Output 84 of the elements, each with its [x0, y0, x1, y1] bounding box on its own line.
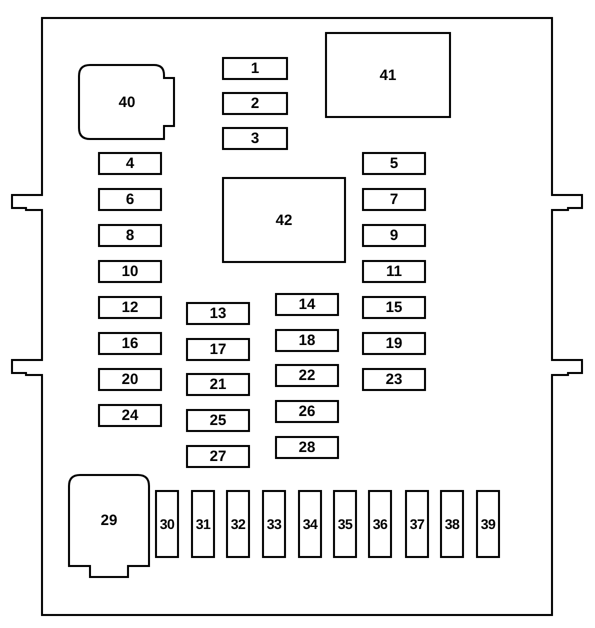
fuse-number: 35	[338, 517, 352, 531]
fuse-number: 34	[302, 517, 318, 531]
fuse-number: 39	[480, 517, 496, 531]
fuse-number: 4	[126, 156, 134, 171]
relay-slot	[325, 32, 451, 118]
fuse-number: 19	[386, 336, 402, 351]
fuse-slot	[98, 404, 162, 427]
fuse-slot	[362, 260, 426, 283]
fuse-slot	[368, 490, 392, 558]
fuse-number: 1	[250, 61, 260, 76]
relay-slot	[68, 474, 150, 578]
relay-slot	[222, 177, 346, 263]
fuse-number: 20	[122, 372, 138, 387]
fuse-number: 25	[210, 413, 226, 428]
fuse-number: 15	[386, 300, 402, 315]
fuse-number: 21	[210, 377, 226, 392]
fuse-slot	[98, 224, 162, 247]
fuse-slot	[186, 409, 250, 432]
fuse-number: 9	[390, 228, 398, 243]
fuse-slot	[275, 400, 339, 424]
fuse-number: 22	[298, 368, 316, 384]
fuse-number: 40	[118, 94, 136, 110]
fuse-slot	[191, 490, 215, 558]
fuse-number: 24	[122, 408, 138, 423]
fuse-number: 5	[390, 156, 398, 171]
fuse-number: 8	[126, 228, 134, 243]
fuse-slot	[222, 127, 288, 150]
fuse-number: 32	[230, 517, 246, 531]
fuse-number: 41	[380, 68, 396, 82]
fuse-number: 10	[122, 264, 138, 279]
fuse-slot	[98, 332, 162, 355]
fuse-slot	[362, 224, 426, 247]
fuse-slot	[186, 373, 250, 396]
fuse-number: 13	[210, 306, 226, 321]
fuse-number: 14	[298, 297, 316, 312]
fuse-slot	[362, 368, 426, 391]
fuse-number: 28	[298, 440, 316, 455]
fuse-number: 3	[250, 131, 260, 146]
fuse-slot	[275, 328, 339, 352]
fuse-number: 42	[276, 212, 292, 228]
fuse-number: 18	[298, 332, 316, 348]
fuse-number: 29	[100, 512, 118, 528]
fuse-number: 27	[210, 448, 226, 464]
fuse-number: 2	[250, 96, 260, 111]
fuse-slot	[98, 296, 162, 319]
fuse-slot	[362, 188, 426, 211]
fuse-slot	[362, 332, 426, 355]
fuse-slot	[226, 490, 250, 558]
fuse-number: 16	[122, 336, 138, 351]
fuse-slot	[98, 260, 162, 283]
fuse-slot	[362, 152, 426, 175]
fuse-slot	[440, 490, 464, 558]
fuse-number: 26	[298, 404, 316, 420]
fuse-slot	[222, 92, 288, 115]
fuse-slot	[222, 57, 288, 80]
fuse-number: 23	[386, 372, 402, 387]
fuse-number: 38	[444, 517, 460, 531]
relay-slot	[78, 64, 176, 140]
fuse-number: 6	[126, 192, 134, 207]
fuse-number: 36	[372, 517, 388, 531]
fuse-slot	[186, 302, 250, 325]
fuse-number: 11	[386, 264, 402, 279]
fuse-number: 7	[390, 192, 398, 207]
fuse-slot	[98, 152, 162, 175]
fuse-number: 30	[160, 517, 174, 531]
fuse-slot	[186, 338, 250, 361]
fuse-number: 12	[122, 300, 138, 315]
fuse-number: 37	[410, 517, 424, 531]
fuse-slot	[333, 490, 357, 558]
fuse-slot	[98, 188, 162, 211]
fuse-slot	[275, 436, 339, 459]
fuse-number: 17	[210, 342, 226, 357]
fuse-slot	[275, 364, 339, 388]
fuse-slot	[362, 296, 426, 319]
fuse-slot	[275, 293, 339, 316]
fuse-number: 33	[266, 517, 282, 531]
fuse-slot	[186, 444, 250, 468]
fuse-slot	[298, 490, 322, 558]
fuse-slot	[155, 490, 179, 558]
fuse-slot	[98, 368, 162, 391]
fuse-slot	[405, 490, 429, 558]
fuse-slot	[262, 490, 286, 558]
fuse-slot	[476, 490, 500, 558]
fuse-number: 31	[196, 517, 210, 531]
